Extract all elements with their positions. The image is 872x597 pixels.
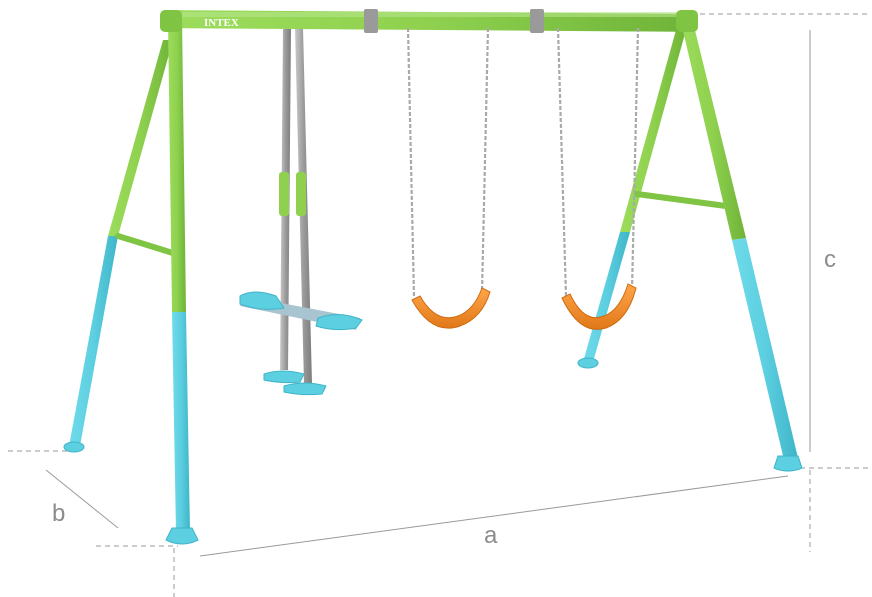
back-left-leg bbox=[63, 40, 173, 453]
dimension-label-b: b bbox=[52, 500, 66, 527]
dimension-label-a: a bbox=[484, 522, 498, 549]
front-right-leg bbox=[680, 18, 803, 472]
brand-logo: INTEX bbox=[204, 17, 239, 29]
glider-swing bbox=[239, 28, 363, 396]
belt-seat-right bbox=[561, 283, 637, 330]
right-corner-cap bbox=[676, 10, 698, 32]
dimension-line-a bbox=[199, 475, 789, 557]
chains bbox=[406, 27, 640, 297]
left-brace bbox=[115, 233, 179, 257]
belt-seat-left bbox=[411, 287, 491, 329]
dimension-line-b bbox=[45, 469, 119, 529]
chain-1 bbox=[406, 27, 416, 297]
dimension-guides bbox=[8, 13, 870, 597]
chain-2 bbox=[480, 27, 490, 293]
dimension-label-c: c bbox=[824, 246, 836, 273]
chain-3 bbox=[556, 27, 568, 297]
left-corner-cap bbox=[160, 10, 182, 32]
chain-4 bbox=[630, 27, 640, 291]
top-beam: INTEX bbox=[161, 9, 697, 33]
front-left-leg bbox=[165, 20, 199, 545]
right-brace bbox=[634, 191, 729, 209]
